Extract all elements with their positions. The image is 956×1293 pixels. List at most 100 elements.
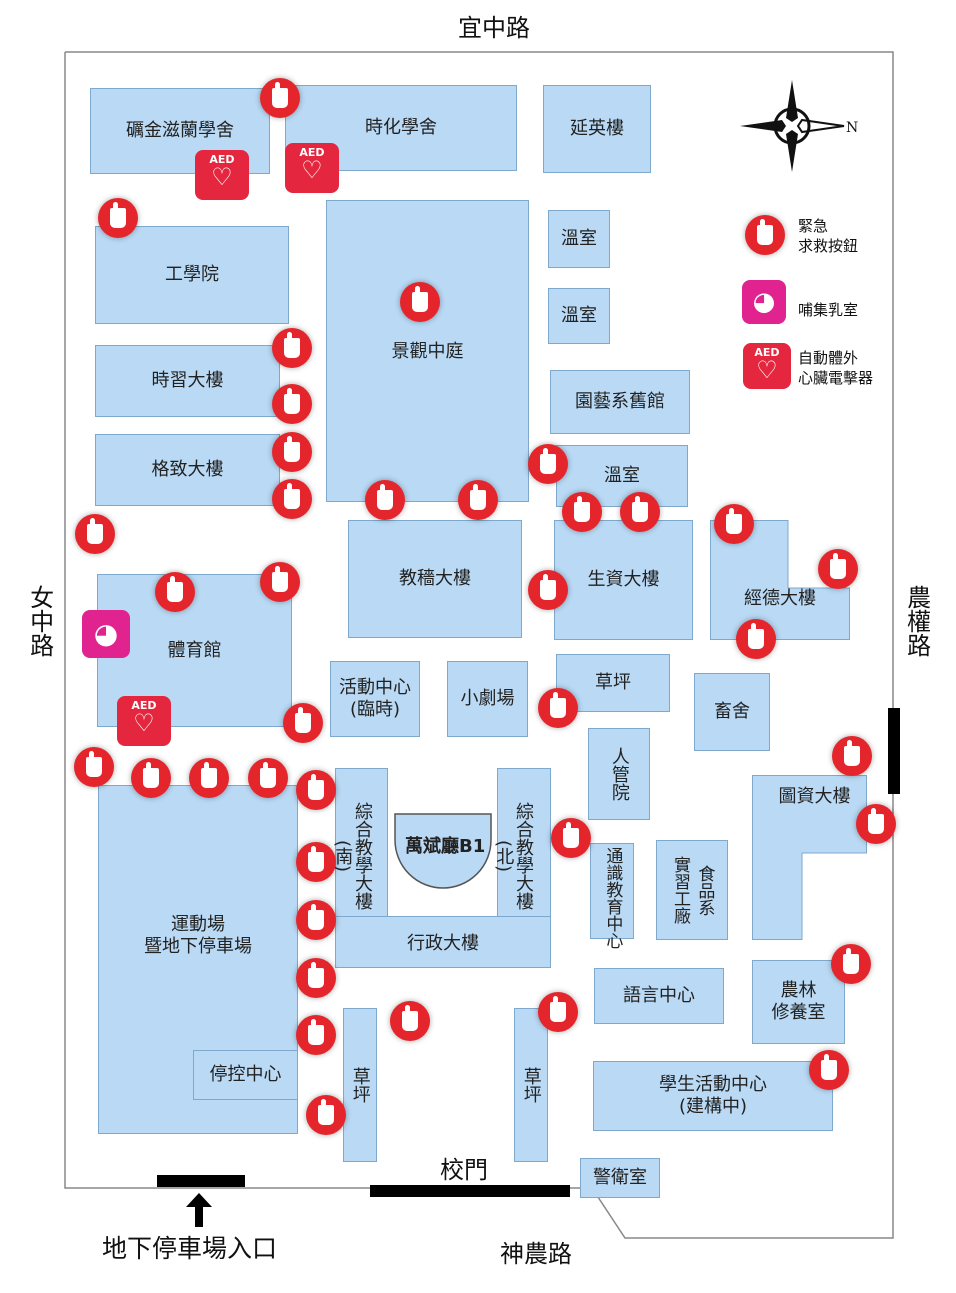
emergency-button-icon (296, 770, 336, 810)
legend-aed-badge-text: AED (754, 346, 780, 359)
legend-nursing-label: 哺集乳室 (798, 301, 859, 319)
bldg-livestock: 畜舍 (694, 673, 770, 751)
nursing-room-icon: ◕ (82, 610, 130, 658)
emergency-button-icon (272, 479, 312, 519)
bldg-greenhouse-2: 溫室 (548, 288, 610, 344)
emergency-button-icon (296, 1015, 336, 1055)
bldg-lawn-2-label: 草坪 (349, 1067, 371, 1103)
bldg-renguan: 人管院 (588, 728, 650, 820)
parking-arrow-icon (186, 1193, 212, 1227)
bldg-practice-factory-label: 實習工廠 (670, 856, 690, 924)
emergency-button-icon (98, 198, 138, 238)
emergency-button-icon (458, 480, 498, 520)
road-south-label: 神農路 (500, 1240, 572, 1268)
bldg-activity-temp-label: 活動中心 (臨時) (339, 677, 411, 720)
emergency-button-icon (306, 1095, 346, 1135)
emergency-button-icon (538, 688, 578, 728)
parking-entrance-bar (157, 1175, 245, 1187)
bldg-library-shape (752, 775, 867, 940)
legend-emergency-icon (745, 215, 785, 255)
emergency-button-icon (551, 818, 591, 858)
emergency-button-icon (832, 736, 872, 776)
bldg-small-theater: 小劇場 (447, 661, 528, 737)
road-north-label: 宜中路 (458, 14, 530, 42)
heart-icon: ♡ (756, 356, 778, 384)
bldg-student-center: 學生活動中心 (建構中) (593, 1061, 833, 1131)
legend-nursing-icon: ◕ (742, 280, 786, 324)
emergency-button-icon (296, 958, 336, 998)
bldg-jiaose: 教穡大樓 (348, 520, 522, 638)
bldg-food-science-label: 食品系 (694, 864, 715, 916)
bldg-library-label: 圖資大樓 (778, 785, 851, 807)
bldg-admin-label: 行政大樓 (407, 933, 479, 955)
bldg-renguan-label: 人管院 (608, 747, 630, 801)
bldg-shengzi: 生資大樓 (554, 520, 693, 640)
emergency-button-icon (131, 758, 171, 798)
emergency-button-icon (400, 282, 440, 322)
emergency-button-icon (714, 504, 754, 544)
bldg-lawn-3-label: 草坪 (520, 1067, 542, 1103)
gate-bar (370, 1185, 570, 1197)
emergency-button-icon (248, 758, 288, 798)
bldg-greenhouse-1: 溫室 (548, 210, 610, 268)
bldg-control-center: 停控中心 (193, 1050, 298, 1100)
compass-icon: N (740, 80, 858, 172)
bldg-gezhi: 格致大樓 (95, 434, 280, 506)
road-west-text: 女中路 (25, 585, 54, 657)
bldg-jingde: 經德大樓 (710, 520, 850, 640)
east-gate-bar (888, 708, 900, 794)
emergency-button-icon (272, 432, 312, 472)
emergency-button-icon (538, 992, 578, 1032)
aed-badge-text: AED (131, 699, 157, 712)
emergency-button-icon (390, 1001, 430, 1041)
bldg-lawn-2: 草坪 (343, 1008, 377, 1162)
bldg-admin: 行政大樓 (335, 916, 551, 968)
heart-icon: ♡ (301, 156, 323, 184)
bldg-library: 圖資大樓 (752, 775, 867, 940)
bldg-guard-room: 警衛室 (580, 1158, 660, 1198)
bldg-shixi: 時習大樓 (95, 345, 280, 417)
bldg-horticulture-old: 園藝系舊館 (550, 370, 690, 434)
emergency-button-icon (365, 480, 405, 520)
emergency-button-icon (296, 842, 336, 882)
bldg-landscape-court-label: 景觀中庭 (391, 341, 464, 362)
emergency-button-icon (818, 549, 858, 589)
gate-label: 校門 (440, 1156, 488, 1184)
emergency-button-icon (620, 492, 660, 532)
emergency-button-icon (296, 900, 336, 940)
road-east-text: 農權路 (902, 585, 931, 657)
bldg-language-center: 語言中心 (594, 968, 724, 1024)
emergency-button-icon (856, 804, 896, 844)
bldg-jingde-shape (710, 520, 850, 640)
bldg-landscape-court: 景觀中庭 (326, 200, 529, 502)
bldg-lawn-3: 草坪 (514, 1008, 548, 1162)
bldg-forestry-label: 農林 修養室 (771, 980, 826, 1023)
bldg-general-edu: 通識教育中心 (590, 843, 634, 949)
bldg-engineering: 工學院 (95, 226, 289, 324)
bldg-sports-field-label: 運動場 暨地下停車場 (144, 914, 252, 957)
emergency-button-icon (528, 444, 568, 484)
compass-north-letter: N (846, 120, 858, 136)
emergency-button-icon (831, 944, 871, 984)
bldg-practice-factory: 實習工廠 食品系 (656, 840, 728, 940)
bldg-activity-temp: 活動中心 (臨時) (330, 661, 420, 737)
bldg-student-center-label: 學生活動中心 (建構中) (659, 1074, 767, 1117)
bldg-complex-south-label: 綜合教學大樓(南) (332, 802, 373, 910)
emergency-button-icon (75, 514, 115, 554)
emergency-button-icon (155, 572, 195, 612)
aed-marker: AED♡ (195, 150, 249, 200)
emergency-button-icon (260, 78, 300, 118)
legend-emergency-label: 緊急 求救按鈕 (798, 217, 859, 256)
emergency-button-icon (74, 747, 114, 787)
heart-icon: ♡ (211, 163, 233, 191)
aed-badge-text: AED (209, 153, 235, 166)
emergency-button-icon (562, 492, 602, 532)
bldg-general-edu-label: 通識教育中心 (602, 847, 623, 949)
bldg-jingde-label: 經德大樓 (744, 588, 816, 610)
bldg-wanbin-hall (394, 813, 492, 889)
emergency-button-icon (809, 1050, 849, 1090)
emergency-button-icon (272, 384, 312, 424)
aed-marker: AED♡ (285, 143, 339, 193)
